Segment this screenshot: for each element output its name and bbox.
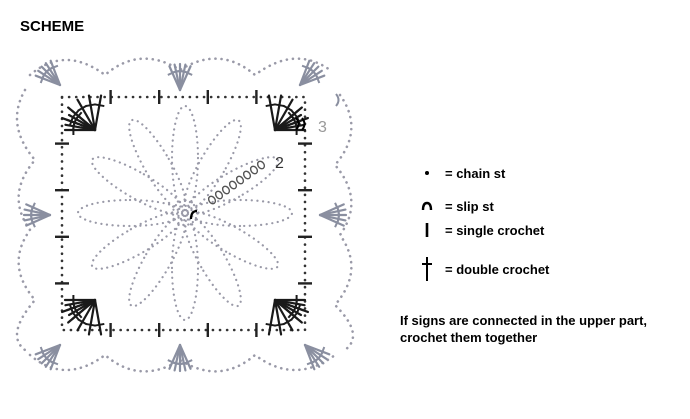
double-crochet-fan: [287, 309, 296, 319]
double-crochet-fan: [265, 103, 276, 108]
legend-item-chain: = chain st: [415, 162, 505, 184]
outer-arch-right: [333, 93, 355, 352]
chain-loop: [235, 175, 245, 185]
double-crochet-fan: [282, 318, 293, 326]
chain-loop: [242, 170, 252, 180]
chain-loop: [207, 195, 217, 205]
legend-item-single-crochet: = single crochet: [415, 219, 544, 241]
double-crochet-fan: [76, 98, 97, 132]
double-crochet-fan: [93, 298, 103, 336]
center-ring: [171, 199, 199, 227]
single-crochet-icon: [415, 222, 439, 238]
petal-chain-loop: [76, 198, 184, 228]
double-crochet-fan: [273, 94, 283, 132]
double-crochet-fan: [87, 298, 97, 336]
petal-chain-loop: [128, 214, 187, 308]
outer-double-crochet-fan: [318, 213, 345, 227]
slip-stitch-mark: [295, 117, 306, 131]
double-crochet-fan: [274, 103, 285, 108]
legend-label: = double crochet: [445, 261, 550, 277]
slip-stitch-icon: [415, 200, 439, 212]
double-crochet-fan: [70, 109, 97, 132]
petal-chain-loop: [90, 211, 184, 270]
crochet-scheme-diagram: 2 3: [15, 57, 355, 373]
chain-loop: [228, 180, 238, 190]
round-2-label: 2: [275, 155, 284, 172]
outer-double-crochet-fan: [182, 69, 193, 76]
legend-label: = chain st: [445, 165, 506, 181]
double-crochet-fan: [94, 322, 105, 327]
double-crochet-fan: [273, 298, 283, 336]
petal-chains: [76, 104, 294, 322]
double-crochet-fans: [22, 59, 348, 373]
legend-item-double-crochet: = double crochet: [415, 256, 550, 282]
chain-square-outline: [60, 95, 307, 332]
page-title: SCHEME: [20, 18, 85, 35]
slip-stitch-mark: [189, 209, 198, 220]
chain-loop: [221, 185, 231, 195]
petal-chain-loop: [186, 198, 294, 228]
double-crochet-fan: [93, 94, 103, 132]
round-3-label: 3: [318, 119, 327, 136]
petal-chain-loop: [186, 156, 280, 215]
double-crochet-fan: [267, 94, 277, 132]
outer-double-crochet-fan: [167, 359, 178, 366]
outer-double-crochet-fan: [298, 74, 326, 87]
double-crochet-fan: [76, 298, 97, 332]
outer-double-crochet-fan: [306, 359, 317, 366]
outer-double-crochet-fan: [178, 65, 192, 92]
outer-double-crochet-fan: [303, 343, 316, 371]
single-crochet-square: [55, 90, 312, 337]
petal-chain-loop: [186, 211, 280, 270]
double-crochet-fan: [273, 98, 294, 132]
legend-label: = slip st: [445, 198, 494, 214]
double-crochet-fan: [274, 322, 285, 327]
petal-chain-loop: [183, 214, 242, 308]
chain-loop: [214, 190, 224, 200]
petal-chain-loop: [170, 214, 200, 322]
instruction-note: If signs are connected in the upper part…: [400, 312, 685, 346]
double-crochet-fan: [77, 318, 88, 326]
outer-double-crochet-fan: [25, 203, 52, 217]
note-line-1: If signs are connected in the upper part…: [400, 313, 648, 328]
double-crochet-fan: [273, 298, 294, 332]
outer-arch-left: [15, 88, 37, 352]
outer-double-crochet-fan: [48, 64, 59, 71]
double-crochet-fan: [265, 322, 276, 327]
petal-chain-loop: [183, 118, 242, 212]
chain-stitch-icon: [415, 168, 439, 178]
petal-chain-loop: [128, 118, 187, 212]
double-crochet-fan: [94, 103, 105, 108]
outer-double-crochet-fan: [34, 343, 62, 356]
outer-double-crochet-fan: [314, 73, 321, 84]
petal-chain-loop: [170, 104, 200, 212]
double-crochet-fan: [85, 322, 96, 327]
legend-item-slip: = slip st: [415, 195, 494, 217]
outer-double-crochet-fan: [29, 202, 36, 213]
outer-double-crochet-fan: [334, 217, 341, 228]
outer-double-crochet-fan: [49, 59, 62, 87]
round-2-chain: [207, 93, 340, 205]
double-crochet-fan: [77, 104, 88, 112]
double-crochet-fan: [267, 298, 277, 336]
double-crochet-fan: [85, 103, 96, 108]
legend-label: = single crochet: [445, 222, 545, 238]
double-crochet-fan: [273, 298, 300, 321]
double-crochet-fan: [282, 104, 293, 112]
double-crochet-fan: [87, 94, 97, 132]
double-crochet-fan: [74, 111, 83, 121]
double-crochet-icon: [415, 256, 439, 282]
outer-double-crochet-fan: [39, 346, 46, 357]
outer-double-crochet-fan: [168, 343, 182, 370]
petal-chain-loop: [90, 156, 184, 215]
note-line-2: crochet them together: [400, 330, 538, 345]
chain-loop: [256, 160, 266, 170]
slip-stitch-mark: [335, 93, 340, 107]
chain-loop: [249, 165, 259, 175]
magic-ring: [171, 199, 199, 227]
